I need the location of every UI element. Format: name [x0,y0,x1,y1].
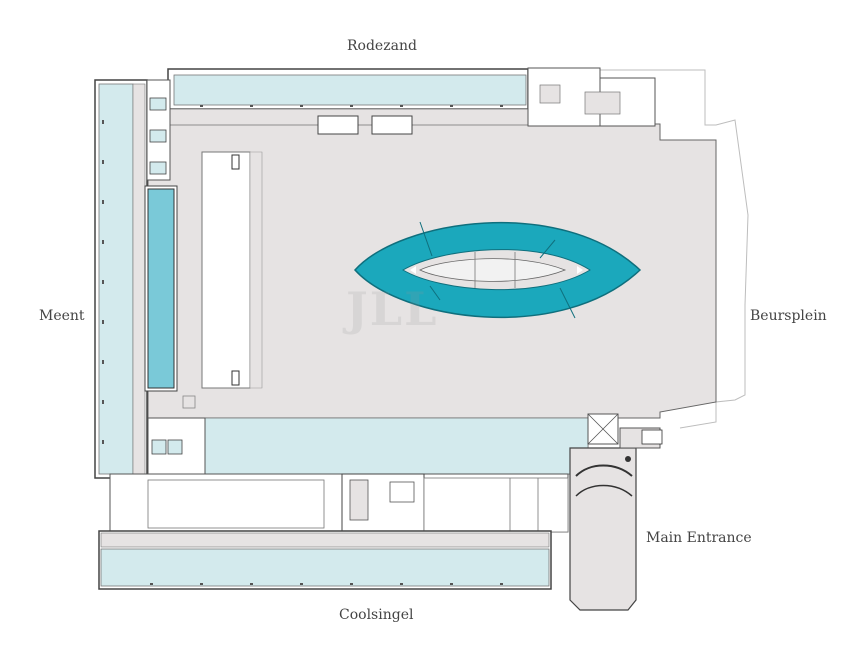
main-entrance-pavilion [569,427,663,611]
west-wing [94,79,178,479]
label-rodezand: Rodezand [347,38,417,54]
south-wing [98,530,552,590]
label-beursplein: Beursplein [750,308,827,324]
label-coolsingel: Coolsingel [339,607,414,623]
north-wing [167,67,656,135]
south-service-band [109,473,569,533]
label-main-entrance: Main Entrance [646,530,752,546]
window-marks [102,105,503,585]
jll-watermark: JLL [346,282,439,336]
building-outline [600,69,749,429]
label-meent: Meent [39,308,85,324]
oval-dome [353,221,642,319]
south-inner-wing [147,413,619,475]
